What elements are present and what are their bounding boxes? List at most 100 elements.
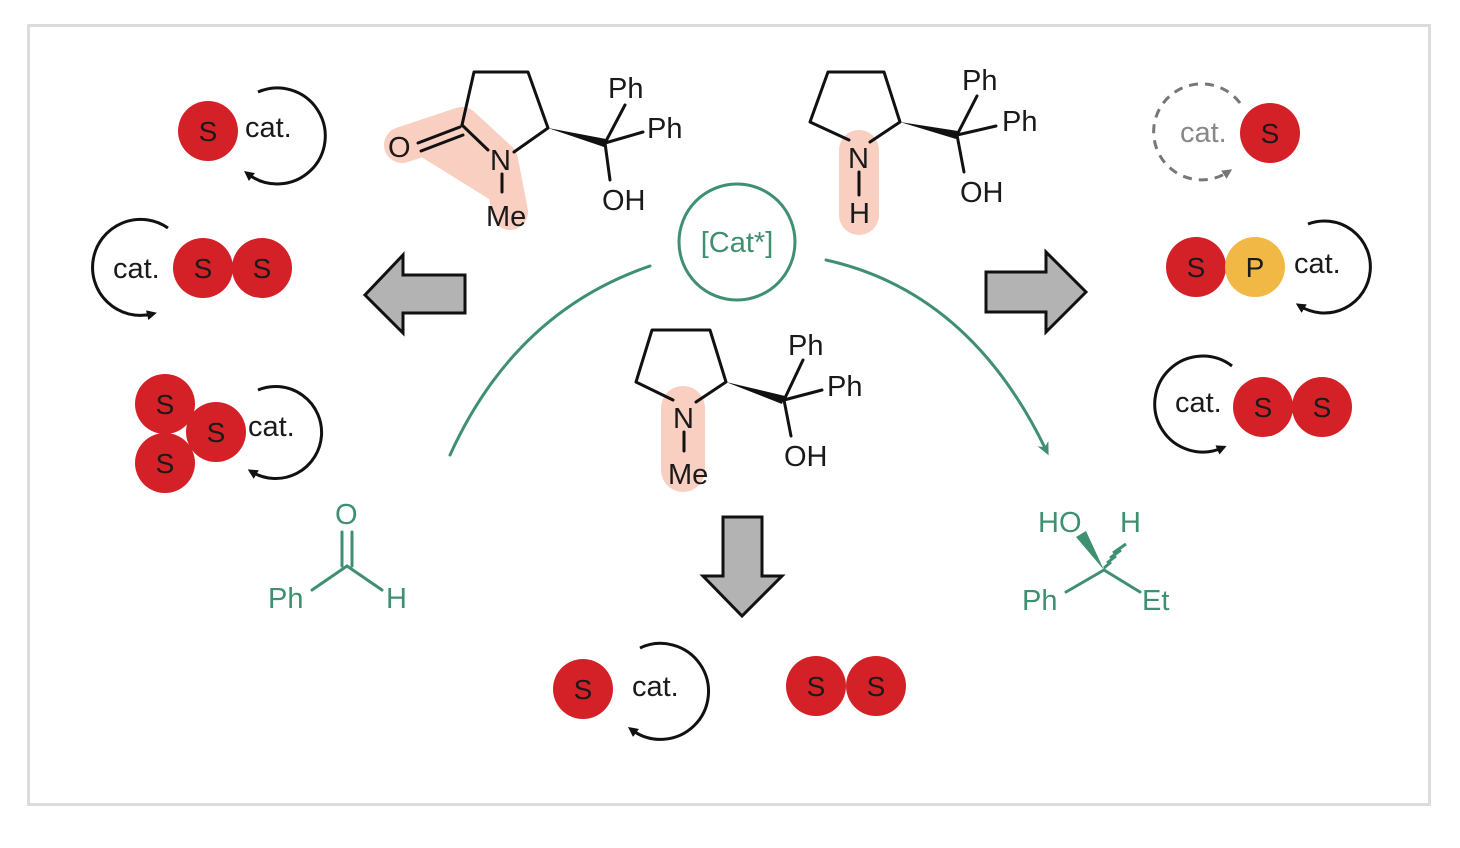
cat-label: cat. — [248, 411, 295, 443]
cycle-arrow — [1295, 219, 1372, 315]
substrate-label: S — [1187, 252, 1206, 283]
right-panel-second-order: cat. S S — [1153, 354, 1352, 455]
arc-left — [448, 264, 652, 457]
catalyst-label: [Cat*] — [701, 227, 774, 259]
cat-label: cat. — [1180, 117, 1227, 149]
substrate-ball — [135, 433, 195, 493]
bond-ph2 — [782, 388, 824, 402]
substrate-ball — [135, 374, 195, 434]
right-panel-product-inhibition: S P cat. — [1166, 219, 1372, 315]
atom-oh: OH — [784, 441, 828, 473]
substrate-label: S — [207, 417, 226, 448]
right-block-arrow — [984, 248, 1089, 336]
right-panel-dashed-cycle: cat. S — [1152, 82, 1300, 182]
substrate-ball — [1166, 237, 1226, 297]
figure-frame — [27, 24, 1431, 806]
bond-c-h — [345, 564, 384, 592]
cat-label: cat. — [632, 671, 679, 703]
carbonyl-bond-2 — [419, 133, 465, 153]
ring-bonds — [460, 70, 550, 154]
cat-label: cat. — [113, 253, 160, 285]
bond-c-ph — [1064, 568, 1106, 594]
bond-ph2 — [603, 130, 645, 145]
atom-et: Et — [1142, 585, 1169, 617]
substrate-label: S — [199, 116, 218, 147]
hash-bond-h — [1103, 542, 1127, 570]
catalyst-circle — [677, 182, 797, 302]
bond-oh — [603, 141, 612, 182]
lactam-structure: O N Me Ph Ph OH — [384, 70, 682, 233]
left-panel-third-order: S S S cat. — [135, 374, 324, 493]
down-block-arrow — [699, 515, 786, 619]
atom-ph: Ph — [1022, 585, 1057, 617]
atom-n: N — [490, 145, 511, 177]
wedge-bond — [548, 128, 606, 147]
prolinol-nh-structure: N H Ph Ph OH — [808, 65, 1037, 235]
substrate-ball — [846, 656, 906, 716]
atom-oh: OH — [602, 185, 646, 217]
prolinol-nme-structure: N Me Ph Ph OH — [634, 328, 862, 492]
ring-bonds — [634, 328, 728, 404]
product-label: P — [1246, 252, 1265, 283]
bond-oh — [782, 398, 793, 438]
product-alcohol-structure: HO H Ph Et — [1022, 507, 1169, 617]
bond-ph1 — [603, 103, 627, 145]
substrate-ball — [1233, 377, 1293, 437]
ring-bonds — [808, 70, 902, 144]
bond-c-et — [1102, 568, 1142, 594]
cycle-arrow — [1153, 354, 1233, 455]
left-block-arrow — [362, 251, 467, 337]
atom-oh: OH — [960, 177, 1004, 209]
substrate-ball — [786, 656, 846, 716]
dashed-cycle-arrow — [1152, 82, 1242, 182]
atom-ph2: Ph — [647, 113, 682, 145]
atom-ph: Ph — [268, 583, 303, 615]
substrate-label: S — [253, 253, 272, 284]
left-panel-second-order: cat. S S — [91, 217, 292, 321]
wedge-bond — [900, 122, 958, 139]
cycle-arrow — [244, 86, 327, 186]
atom-h: H — [849, 198, 870, 230]
bottom-first-order: S cat. — [553, 641, 711, 741]
wedge-bond-oh — [1076, 531, 1104, 570]
benzaldehyde-structure: O Ph H — [268, 499, 407, 615]
cycle-arrow — [247, 385, 324, 480]
atom-ph1: Ph — [788, 330, 823, 362]
substrate-label: S — [1313, 392, 1332, 423]
cycle-arrow — [627, 641, 711, 741]
atom-ph2: Ph — [1002, 106, 1037, 138]
bond-c-ph — [310, 564, 349, 592]
bottom-dimer: S S — [786, 656, 906, 716]
cat-label: cat. — [1175, 387, 1222, 419]
substrate-label: S — [1254, 392, 1273, 423]
cat-label: cat. — [245, 112, 292, 144]
substrate-ball — [173, 238, 233, 298]
atom-n: N — [673, 403, 694, 435]
atom-o: O — [388, 132, 411, 164]
substrate-label: S — [1261, 118, 1280, 149]
substrate-label: S — [574, 674, 593, 705]
bond-oh — [955, 133, 966, 174]
atom-ph2: Ph — [827, 371, 862, 403]
bond-ph1 — [955, 94, 979, 137]
atom-h: H — [386, 583, 407, 615]
substrate-label: S — [156, 389, 175, 420]
substrate-ball — [553, 659, 613, 719]
wedge-bond — [726, 382, 785, 404]
bond-ph2 — [955, 124, 998, 137]
substrate-ball — [186, 402, 246, 462]
substrate-ball — [178, 101, 238, 161]
cat-label: cat. — [1294, 248, 1341, 280]
substrate-ball — [1240, 103, 1300, 163]
left-panel-first-order: S cat. — [178, 86, 327, 186]
atom-ph1: Ph — [962, 65, 997, 97]
atom-h: H — [1120, 507, 1141, 539]
substrate-label: S — [156, 448, 175, 479]
substrate-label: S — [194, 253, 213, 284]
substrate-ball — [1292, 377, 1352, 437]
substrate-label: S — [867, 671, 886, 702]
product-ball — [1225, 237, 1285, 297]
arc-right — [824, 258, 1049, 456]
carbonyl-bond-1 — [416, 125, 462, 145]
